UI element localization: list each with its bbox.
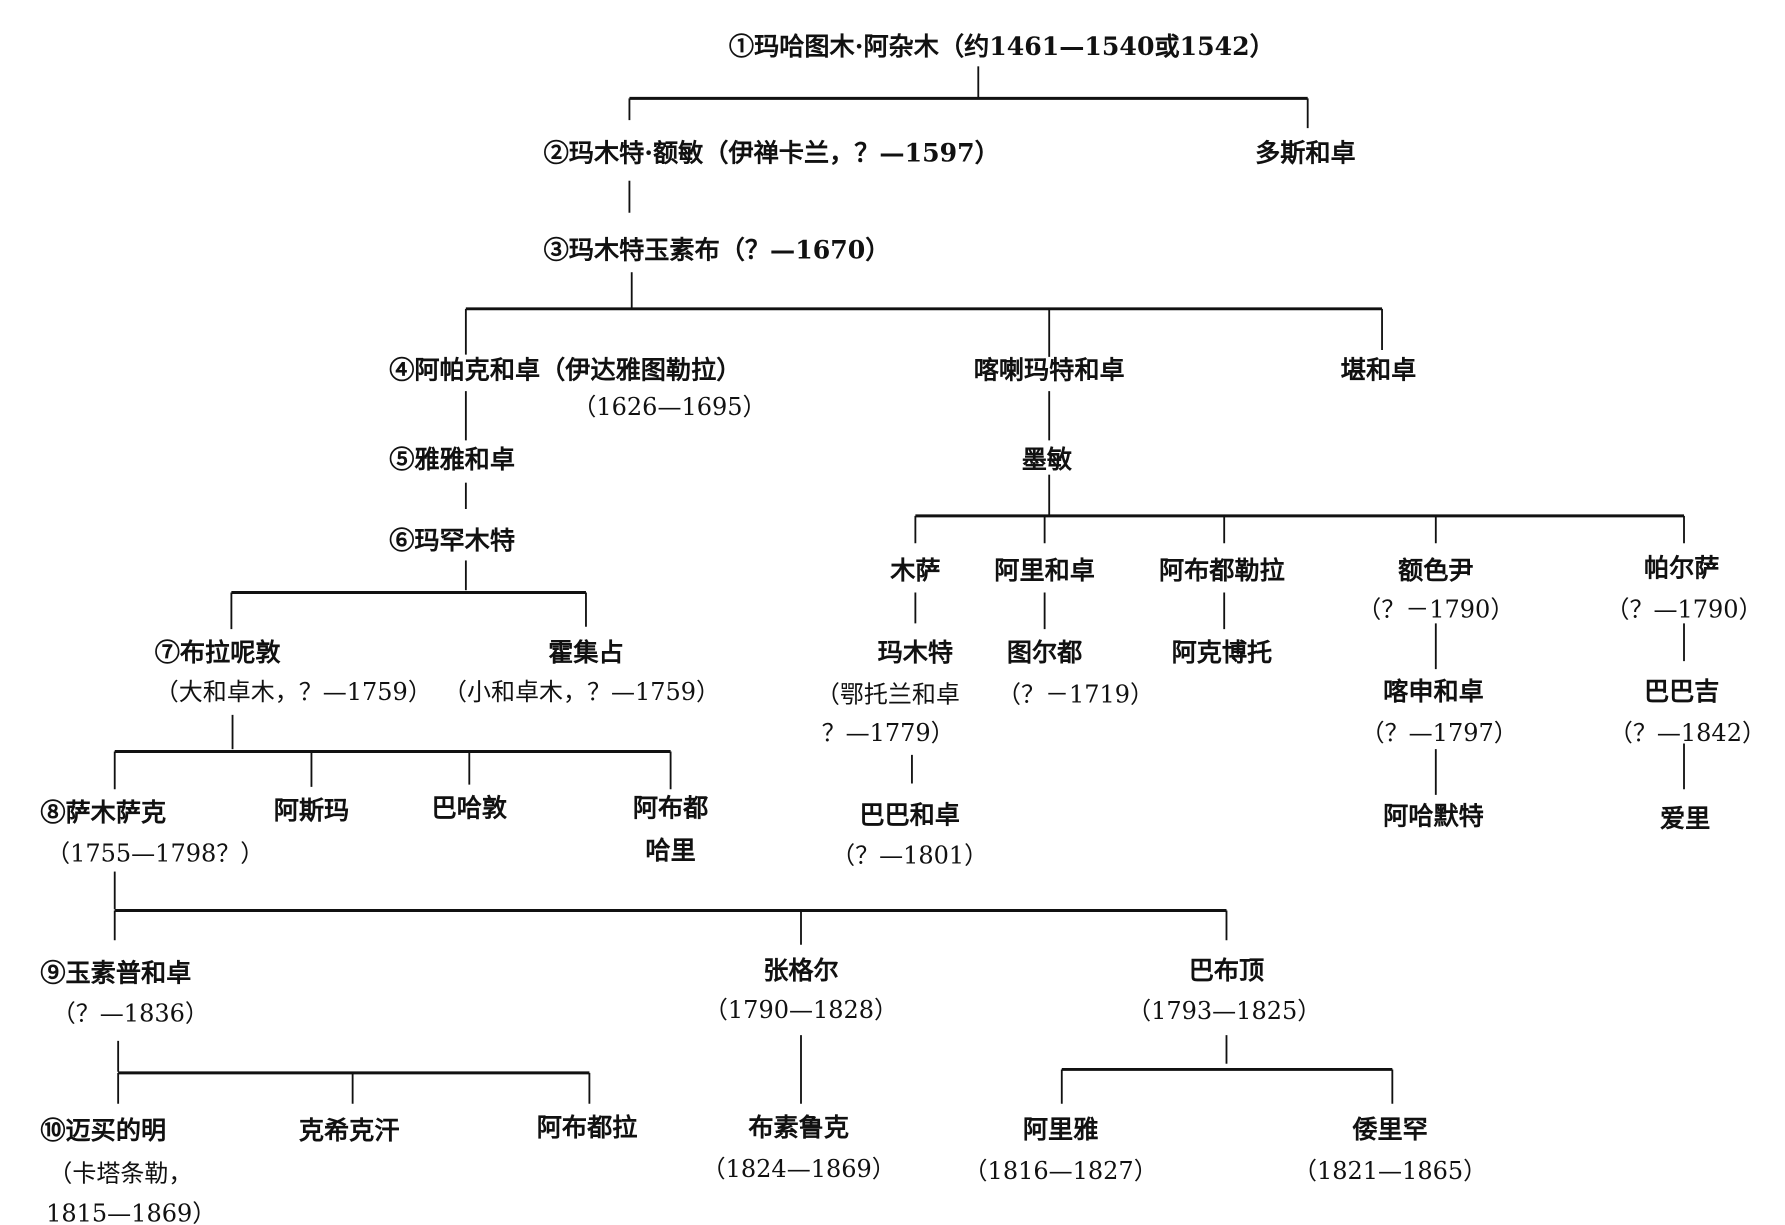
node-eseyin: 额色尹	[1398, 555, 1473, 585]
node-babaji-dates: （？—1842）	[1609, 719, 1766, 747]
node-busuluke-dates: （1824—1869）	[702, 1155, 896, 1183]
node-zhanggeer-dates: （1790—1828）	[704, 996, 898, 1024]
node-busuluke: 布素鲁克	[748, 1112, 849, 1142]
node-abuduhali-2: 哈里	[645, 835, 695, 865]
node-4: ④阿帕克和卓（伊达雅图勒拉）	[389, 355, 741, 385]
node-kan: 堪和卓	[1341, 355, 1416, 385]
node-hojizhan: 霍集占	[548, 637, 623, 667]
node-7-dates: （大和卓木，？—1759）	[155, 678, 432, 706]
node-eseyin-dates: （？－1790）	[1357, 596, 1514, 624]
node-5: ⑤雅雅和卓	[389, 444, 515, 474]
node-abudula: 阿布都拉	[537, 1112, 638, 1142]
node-alihezhuo: 阿里和卓	[994, 555, 1095, 585]
node-kala: 喀喇玛特和卓	[974, 355, 1125, 385]
node-8-dates: （1755—1798？）	[46, 839, 264, 867]
node-tuerdu: 图尔都	[1007, 637, 1082, 667]
node-paersa: 帕尔萨	[1644, 552, 1719, 582]
node-3: ③玛木特玉素布（？—1670）	[544, 234, 891, 264]
node-4-dates: （1626—1695）	[572, 393, 766, 421]
node-bahadun: 巴哈敦	[432, 793, 508, 823]
node-babuding-dates: （1793—1825）	[1127, 997, 1321, 1025]
node-mamute: 玛木特	[878, 637, 953, 667]
connector-lines	[113, 66, 1685, 1104]
node-asima: 阿斯玛	[274, 795, 349, 825]
node-10-note: （卡塔条勒，	[48, 1160, 192, 1188]
node-10: ⑩迈买的明	[40, 1115, 166, 1145]
node-dosi: 多斯和卓	[1255, 137, 1356, 167]
node-wolihan: 倭里罕	[1352, 1114, 1427, 1144]
node-kashen-dates: （？—1797）	[1361, 719, 1518, 747]
node-mamute-note: （鄂托兰和卓	[816, 680, 960, 708]
node-mamute-dates: ？—1779）	[822, 719, 955, 747]
node-abuduhali: 阿布都	[633, 793, 708, 823]
node-10-dates: 1815—1869）	[46, 1200, 216, 1225]
node-8: ⑧萨木萨克	[40, 797, 166, 827]
node-aliya-dates: （1816—1827）	[964, 1157, 1158, 1185]
node-babahezhuo-dates: （？—1801）	[831, 842, 988, 870]
node-9: ⑨玉素普和卓	[40, 957, 191, 987]
node-babahezhuo: 巴巴和卓	[859, 800, 960, 830]
node-6: ⑥玛罕木特	[389, 525, 515, 555]
node-babuding: 巴布顶	[1189, 955, 1264, 985]
node-tuerdu-dates: （？－1719）	[997, 680, 1154, 708]
node-9-dates: （？—1836）	[52, 999, 209, 1027]
node-zhanggeer: 张格尔	[763, 955, 838, 985]
node-aliya: 阿里雅	[1023, 1114, 1098, 1144]
node-ahamote: 阿哈默特	[1383, 801, 1484, 831]
node-abudulela: 阿布都勒拉	[1159, 555, 1285, 585]
node-7: ⑦布拉呢敦	[155, 637, 282, 667]
node-kexikehan: 克希克汗	[299, 1115, 400, 1145]
node-hojizhan-dates: （小和卓木，？—1759）	[443, 678, 720, 706]
node-1: ①玛哈图木·阿杂木（约1461—1540或1542）	[729, 31, 1275, 61]
node-momin: 墨敏	[1022, 444, 1073, 474]
node-paersa-dates: （？—1790）	[1605, 596, 1762, 624]
node-wolihan-dates: （1821—1865）	[1293, 1157, 1487, 1185]
node-musa: 木萨	[889, 555, 940, 585]
node-babaji: 巴巴吉	[1644, 676, 1719, 706]
node-aili: 爱里	[1660, 803, 1710, 833]
node-akebotuo: 阿克博托	[1172, 637, 1273, 667]
node-2: ②玛木特·额敏（伊禅卡兰，？—1597）	[544, 137, 1000, 167]
node-kashen: 喀申和卓	[1383, 676, 1484, 706]
